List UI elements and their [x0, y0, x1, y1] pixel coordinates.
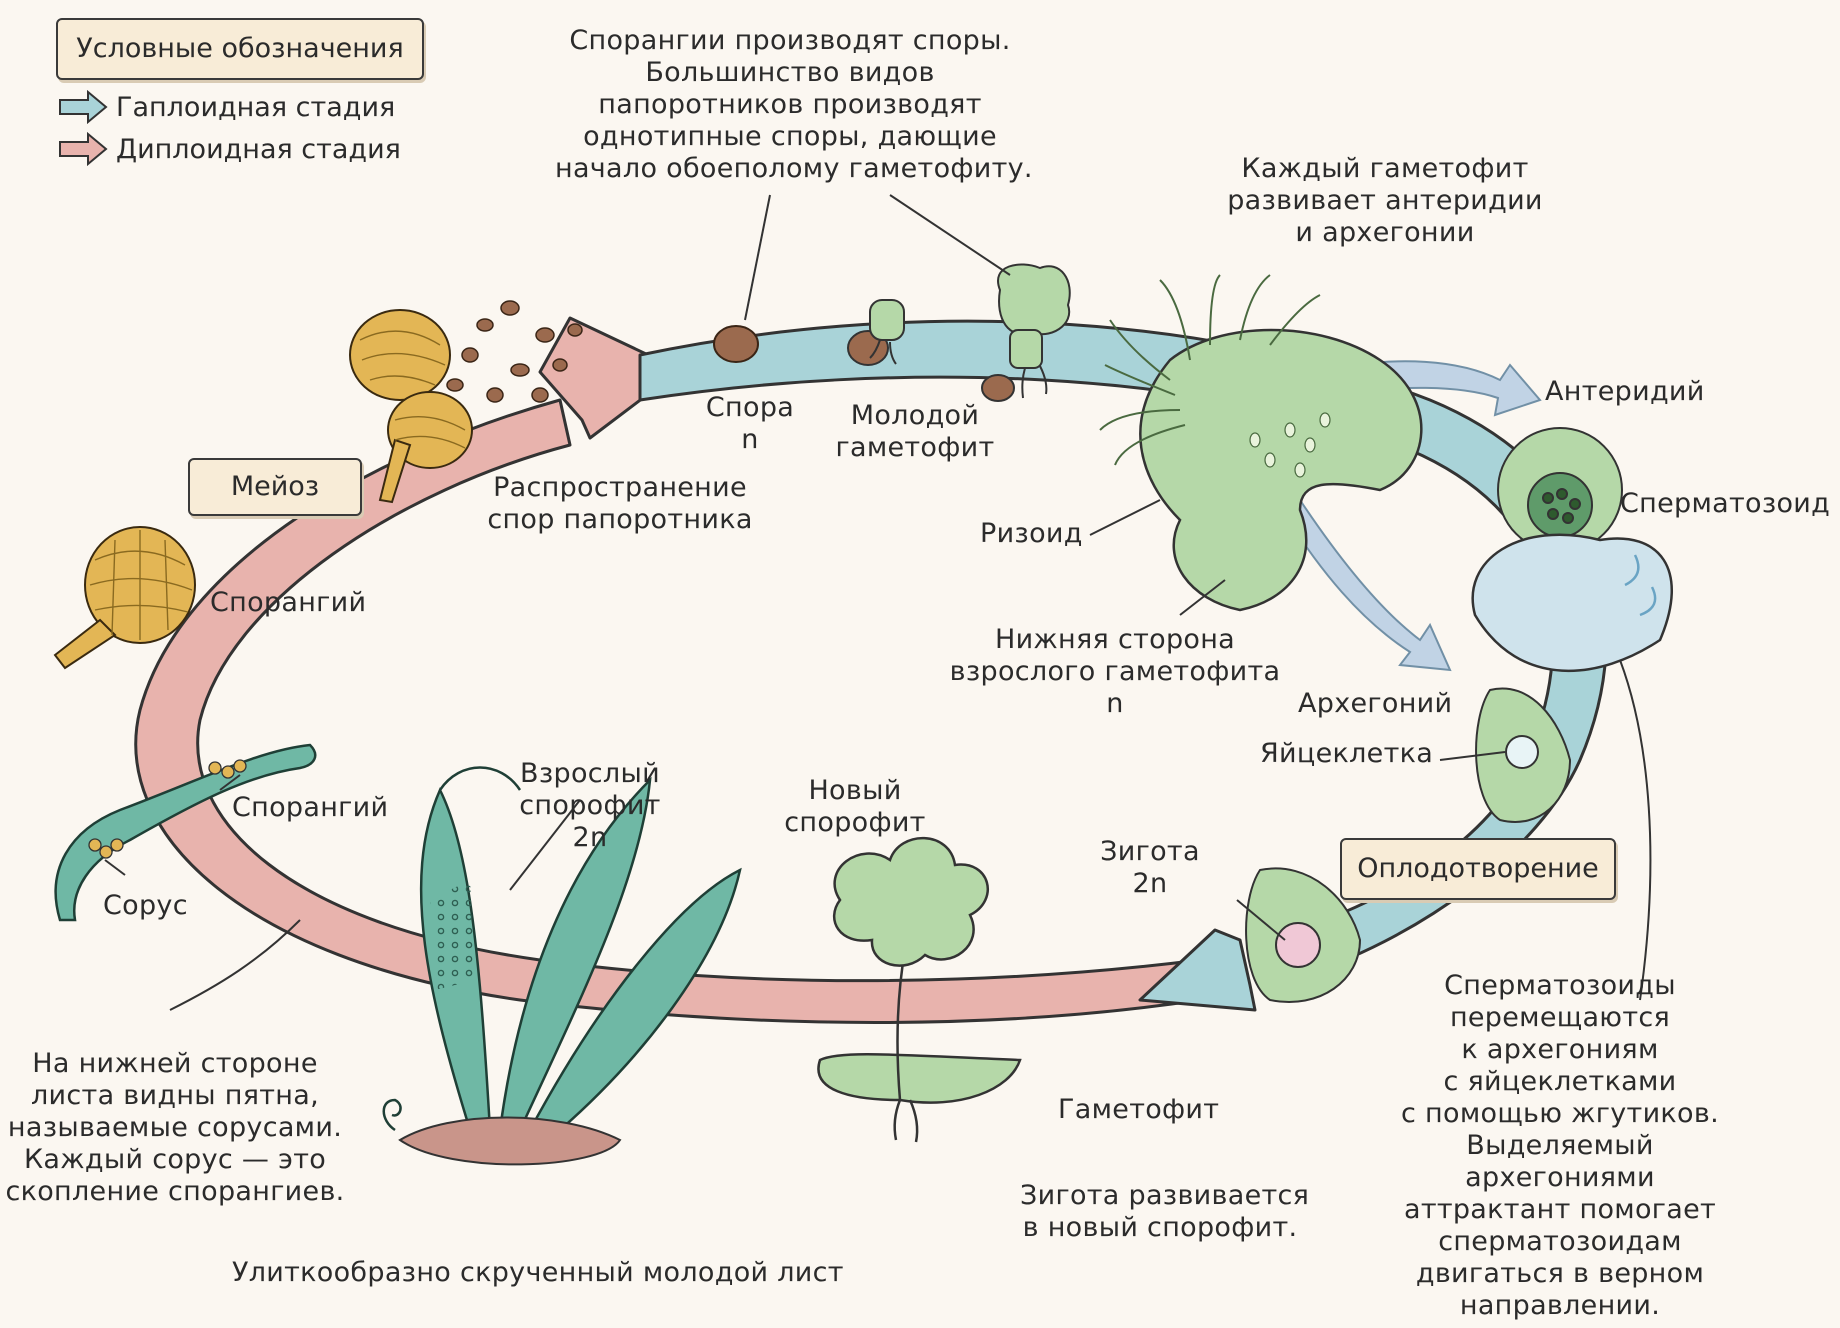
- leader-lines: [104, 194, 1652, 1011]
- antheridium-label: Антеридий: [1545, 376, 1705, 407]
- meiosis-label: Мейоз: [230, 471, 320, 502]
- legend-haploid: Гаплоидная стадия: [58, 90, 395, 124]
- egg-label: Яйцеклетка: [1260, 738, 1434, 769]
- sporangium-label-2: Спорангий: [232, 792, 389, 823]
- meiosis-box: Мейоз: [188, 458, 362, 516]
- adult-sporophyte: [419, 766, 742, 1132]
- top-note: Спорангии производят споры.Большинство в…: [555, 25, 1033, 184]
- sperm-tube: [1471, 533, 1673, 672]
- archegonium-label: Архегоний: [1298, 688, 1453, 719]
- sporangium-left: [53, 526, 196, 670]
- legend-haploid-label: Гаплоидная стадия: [116, 91, 396, 123]
- sorus-label: Сорус: [103, 890, 188, 921]
- sori-clusters: [88, 759, 247, 859]
- fern-rhizome: [398, 1116, 622, 1166]
- zygote-archegonium: [1245, 867, 1362, 1003]
- antheridium: [1497, 427, 1623, 553]
- gametophyte-label: Гаметофит: [1058, 1094, 1220, 1125]
- archegonium: [1475, 687, 1572, 823]
- legend-title-box: Условные обозначения: [56, 18, 424, 80]
- legend-title: Условные обозначения: [76, 33, 404, 64]
- rhizoid-label: Ризоид: [980, 518, 1083, 549]
- sporangium-top: [349, 309, 473, 504]
- legend-diploid-label: Диплоидная стадия: [116, 133, 401, 165]
- sporangium-label-1: Спорангий: [210, 587, 367, 618]
- fertilization-label: Оплодотворение: [1357, 853, 1599, 884]
- fiddlehead: [382, 1098, 402, 1132]
- diploid-arrow-icon: [59, 132, 108, 166]
- fertilization-box: Оплодотворение: [1340, 838, 1616, 900]
- fiddlehead-label: Улиткообразно скрученный молодой лист: [232, 1257, 844, 1288]
- developing-gametophyte: [981, 263, 1071, 402]
- legend-diploid: Диплоидная стадия: [58, 132, 401, 166]
- single-spore: [713, 325, 759, 363]
- haploid-arrow-icon: [59, 90, 108, 124]
- dispersing-spores: [446, 300, 583, 403]
- new-sporophyte: [817, 836, 1022, 1143]
- spermatozoid-label: Сперматозоид: [1620, 488, 1831, 519]
- young-gametophyte: [847, 299, 905, 366]
- mature-gametophyte: [1099, 274, 1423, 612]
